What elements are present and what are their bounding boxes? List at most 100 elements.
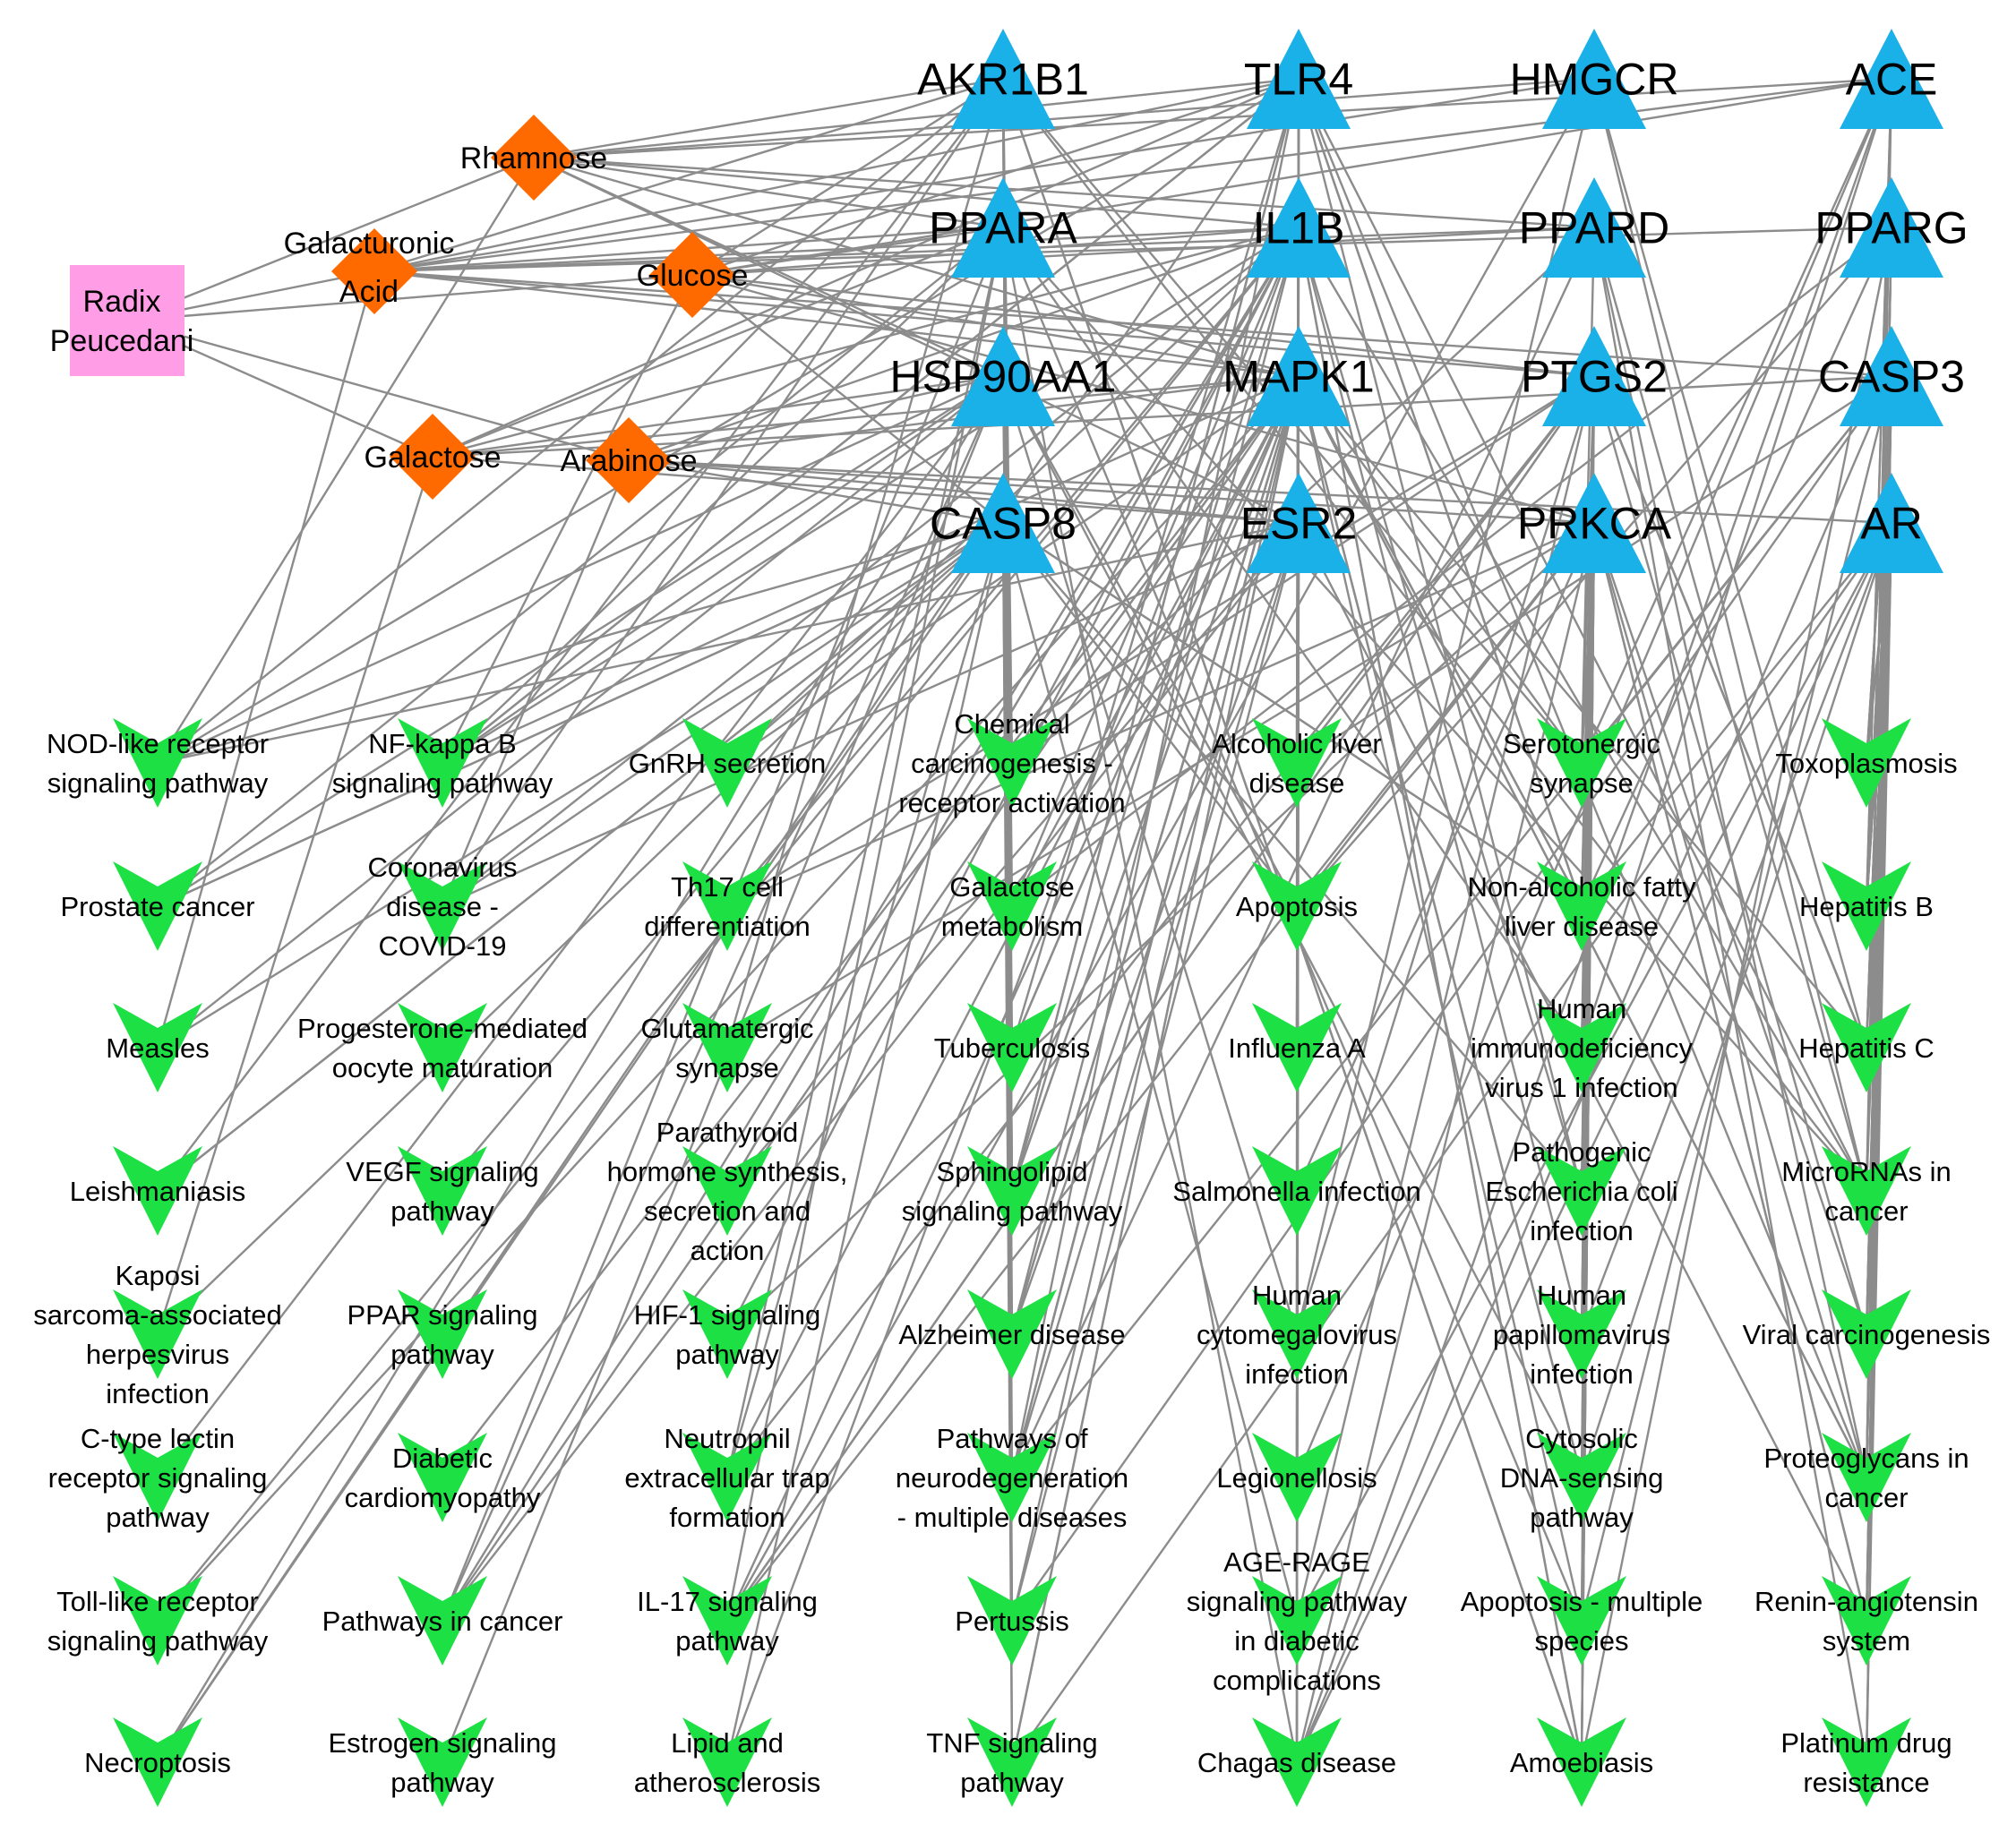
pathway-node-sphingolipid-signaling-pathway[interactable]	[967, 1146, 1057, 1236]
target-node-mapk1[interactable]	[1247, 326, 1351, 426]
edge	[1592, 522, 1868, 1622]
pathway-node-ppar-signaling-pathway[interactable]	[398, 1289, 487, 1379]
pathway-label-influenza-a-line: Influenza A	[1228, 1032, 1366, 1064]
pathway-label-micrornas-in-cancer-line: cancer	[1824, 1195, 1908, 1227]
pathway-node-non-alcoholic-fatty-liver-disease[interactable]	[1537, 861, 1626, 951]
pathway-node-pathogenic-escherichia-coli-infection[interactable]	[1537, 1146, 1626, 1236]
pathway-node-necroptosis[interactable]	[113, 1717, 202, 1807]
edge	[157, 521, 1300, 765]
pathway-node-tnf-signaling-pathway[interactable]	[967, 1717, 1057, 1807]
pathway-node-glutamatergic-synapse[interactable]	[682, 1003, 772, 1092]
pathway-node-nf-kappa-b-signaling-pathway[interactable]	[398, 718, 487, 808]
edge	[1002, 227, 1583, 1049]
pathway-node-micrornas-in-cancer[interactable]	[1822, 1146, 1911, 1236]
target-node-ar[interactable]	[1840, 473, 1943, 573]
compound-node-glucose[interactable]	[649, 232, 735, 318]
pathway-node-apoptosis[interactable]	[1252, 861, 1342, 951]
target-node-casp3[interactable]	[1840, 326, 1943, 426]
pathway-node-kaposi-sarcoma-associated-herpesvirus-infection[interactable]	[113, 1289, 202, 1379]
compound-node-arabinose[interactable]	[586, 417, 672, 503]
pathway-node-human-papillomavirus-infection[interactable]	[1537, 1289, 1626, 1379]
pathway-node-toll-like-receptor-signaling-pathway[interactable]	[113, 1576, 202, 1666]
pathway-node-legionellosis[interactable]	[1252, 1433, 1342, 1522]
pathway-node-hif-1-signaling-pathway[interactable]	[682, 1289, 772, 1379]
edge	[1297, 375, 1583, 1478]
target-label-ptgs2: PTGS2	[1521, 352, 1668, 402]
target-node-ptgs2[interactable]	[1542, 326, 1646, 426]
pathway-node-il-17-signaling-pathway[interactable]	[682, 1576, 772, 1666]
target-label-ace: ACE	[1846, 55, 1938, 105]
pathway-node-human-cytomegalovirus-infection[interactable]	[1252, 1289, 1342, 1379]
pathway-node-diabetic-cardiomyopathy[interactable]	[398, 1433, 487, 1522]
edge	[1297, 375, 1583, 1622]
pathway-node-coronavirus-disease-covid-19[interactable]	[398, 861, 487, 951]
pathway-node-hepatitis-b[interactable]	[1822, 861, 1911, 951]
pathway-node-galactose-metabolism[interactable]	[967, 861, 1057, 951]
pathway-node-influenza-a[interactable]	[1252, 1003, 1342, 1092]
pathway-node-pertussis[interactable]	[967, 1576, 1057, 1666]
pathway-node-chagas-disease[interactable]	[1252, 1717, 1342, 1807]
pathway-node-chemical-carcinogenesis-receptor-activation[interactable]	[967, 718, 1057, 808]
compound-node-rhamnose[interactable]	[491, 115, 577, 201]
pathway-node-estrogen-signaling-pathway[interactable]	[398, 1717, 487, 1807]
pathway-node-toxoplasmosis[interactable]	[1822, 718, 1911, 808]
pathway-node-leishmaniasis[interactable]	[113, 1146, 202, 1236]
target-node-il1b[interactable]	[1247, 177, 1351, 278]
target-node-akr1b1[interactable]	[951, 29, 1055, 129]
target-node-tlr4[interactable]	[1247, 29, 1351, 129]
pathway-node-serotonergic-synapse[interactable]	[1537, 718, 1626, 808]
pathway-node-platinum-drug-resistance[interactable]	[1822, 1717, 1911, 1807]
edge	[441, 227, 1300, 1622]
target-label-prkca: PRKCA	[1517, 499, 1672, 549]
pathway-node-gnrh-secretion[interactable]	[682, 718, 772, 808]
pathway-label-th17-cell-differentiation-line: differentiation	[644, 911, 811, 942]
pathway-node-nod-like-receptor-signaling-pathway[interactable]	[113, 718, 202, 808]
edge	[432, 226, 1300, 458]
target-node-hsp90aa1[interactable]	[951, 326, 1055, 426]
pathway-node-age-rage-signaling-pathway-in-diabetic-complications[interactable]	[1252, 1576, 1342, 1666]
pathway-node-viral-carcinogenesis[interactable]	[1822, 1289, 1911, 1379]
compound-label-galacturonic-line: Galacturonic	[284, 227, 455, 261]
pathway-node-lipid-and-atherosclerosis[interactable]	[682, 1717, 772, 1807]
pathway-label-platinum-drug-resistance-line: resistance	[1803, 1767, 1929, 1798]
pathway-node-cytosolic-dna-sensing-pathway[interactable]	[1537, 1433, 1626, 1522]
pathway-node-renin-angiotensin-system[interactable]	[1822, 1576, 1911, 1666]
pathway-node-alzheimer-disease[interactable]	[967, 1289, 1057, 1379]
pathway-node-apoptosis-multiple-species[interactable]	[1537, 1576, 1626, 1666]
pathway-node-measles[interactable]	[113, 1003, 202, 1092]
pathway-label-prostate-cancer: Prostate cancer	[60, 891, 254, 922]
compound-node-galactose[interactable]	[390, 414, 476, 500]
pathway-node-progesterone-mediated-oocyte-maturation[interactable]	[398, 1003, 487, 1092]
pathway-node-neutrophil-extracellular-trap-formation[interactable]	[682, 1433, 772, 1522]
edge	[432, 226, 1004, 458]
pathway-node-prostate-cancer[interactable]	[113, 861, 202, 951]
pathway-node-pathways-of-neurodegeneration-multiple-diseases[interactable]	[967, 1433, 1057, 1522]
pathway-node-proteoglycans-in-cancer[interactable]	[1822, 1433, 1911, 1522]
target-node-ppard[interactable]	[1542, 177, 1646, 278]
target-node-ppara[interactable]	[951, 177, 1055, 278]
pathway-node-vegf-signaling-pathway[interactable]	[398, 1146, 487, 1236]
target-node-prkca[interactable]	[1542, 473, 1646, 573]
target-node-casp8[interactable]	[951, 473, 1055, 573]
pathway-node-alcoholic-liver-disease[interactable]	[1252, 718, 1342, 808]
target-node-esr2[interactable]	[1247, 473, 1351, 573]
pathway-node-human-immunodeficiency-virus-1-infection[interactable]	[1537, 1003, 1626, 1092]
pathway-label-hepatitis-c: Hepatitis C	[1798, 1032, 1935, 1064]
pathway-node-salmonella-infection[interactable]	[1252, 1146, 1342, 1236]
target-node-ace[interactable]	[1840, 29, 1943, 129]
pathway-label-chemical-carcinogenesis-receptor-activation-line: Chemical	[954, 708, 1069, 740]
pathway-label-pathways-of-neurodegeneration-multiple-diseases-line: neurodegeneration	[896, 1462, 1128, 1494]
pathway-node-tuberculosis[interactable]	[967, 1003, 1057, 1092]
target-node-hmgcr[interactable]	[1542, 29, 1646, 129]
pathway-node-hepatitis-c[interactable]	[1822, 1003, 1911, 1092]
compound-node-galacturonic[interactable]	[331, 228, 417, 314]
pathway-node-c-type-lectin-receptor-signaling-pathway[interactable]	[113, 1433, 202, 1522]
herb-node[interactable]	[70, 265, 184, 376]
pathway-node-th17-cell-differentiation[interactable]	[682, 861, 772, 951]
target-node-pparg[interactable]	[1840, 177, 1943, 278]
pathway-label-hepatitis-c-line: Hepatitis C	[1798, 1032, 1935, 1064]
pathway-node-parathyroid-hormone-synthesis-secretion-and-action[interactable]	[682, 1146, 772, 1236]
pathway-node-amoebiasis[interactable]	[1537, 1717, 1626, 1807]
pathway-node-pathways-in-cancer[interactable]	[398, 1576, 487, 1666]
